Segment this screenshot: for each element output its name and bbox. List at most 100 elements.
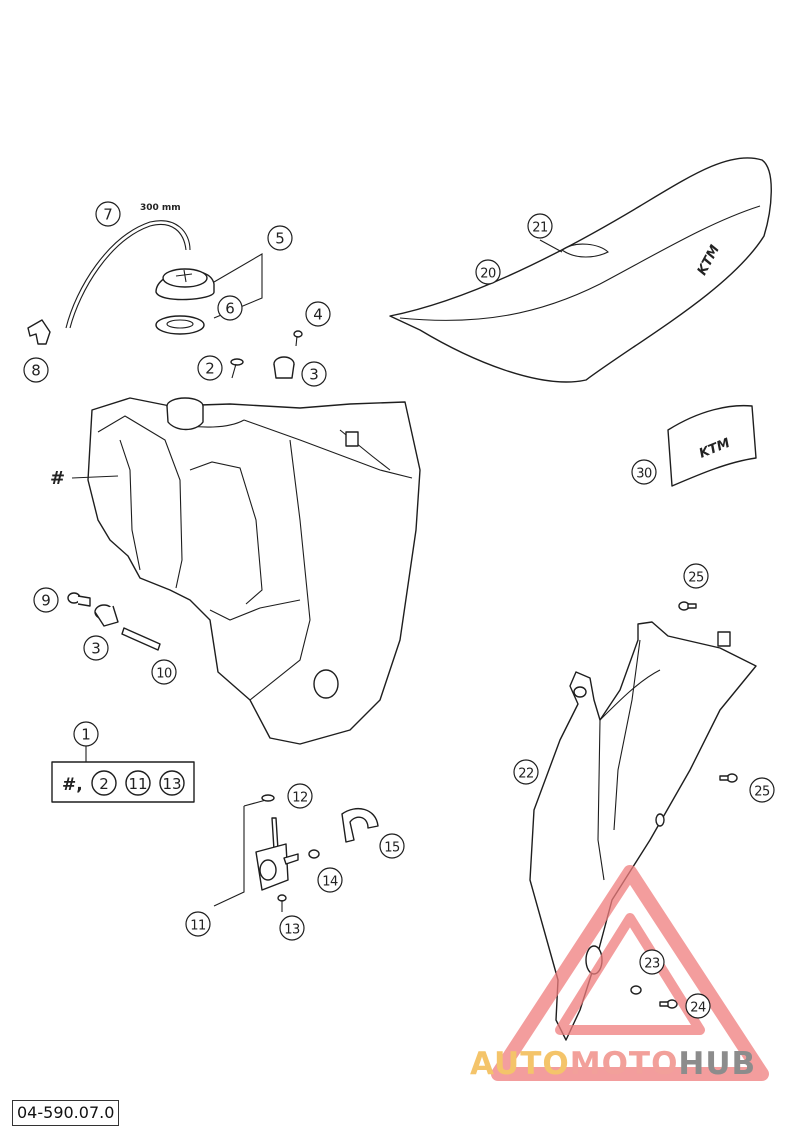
callout-circle bbox=[527, 213, 553, 239]
callout-number: 1 bbox=[81, 726, 91, 744]
callout-c22: 22 bbox=[513, 759, 539, 785]
callout-circle bbox=[749, 777, 775, 803]
callout-number: 3 bbox=[91, 640, 101, 658]
callout-number: 9 bbox=[41, 592, 51, 610]
watermark-text: AUTOMOTOHUB bbox=[470, 1046, 756, 1082]
callout-c3a: 3 bbox=[301, 361, 327, 387]
callout-number: 23 bbox=[644, 957, 660, 972]
callout-number: 3 bbox=[309, 366, 319, 384]
callout-circle bbox=[513, 759, 539, 785]
fuel-cap bbox=[155, 268, 215, 301]
kit-item-11: 11 bbox=[128, 775, 147, 793]
callout-circle bbox=[197, 355, 223, 381]
screw-2 bbox=[230, 358, 244, 379]
callout-circle bbox=[639, 949, 665, 975]
callout-c11: 11 bbox=[185, 911, 211, 937]
document-code: 04-590.07.0 bbox=[12, 1100, 120, 1126]
screw-25-top bbox=[678, 601, 697, 611]
callout-number: 12 bbox=[292, 791, 308, 806]
callout-number: 2 bbox=[205, 360, 215, 378]
callout-number: 11 bbox=[190, 919, 206, 934]
vent-elbow bbox=[27, 319, 51, 345]
callout-c10: 10 bbox=[151, 659, 177, 685]
callout-c14: 14 bbox=[317, 867, 343, 893]
callout-c24: 24 bbox=[685, 993, 711, 1019]
callout-number: 21 bbox=[532, 221, 548, 236]
callout-c12: 12 bbox=[287, 783, 313, 809]
callout-circle bbox=[305, 301, 331, 327]
callout-number: 10 bbox=[156, 667, 172, 682]
callout-c6: 6 bbox=[217, 295, 243, 321]
callout-circle bbox=[33, 587, 59, 613]
hose-length-label: 300 mm bbox=[140, 203, 181, 213]
callout-circle bbox=[23, 357, 49, 383]
fuel-tank bbox=[87, 397, 421, 745]
callout-number: 8 bbox=[31, 362, 41, 380]
callout-c7: 7 bbox=[95, 201, 121, 227]
callout-number: 22 bbox=[518, 767, 534, 782]
callout-c15: 15 bbox=[379, 833, 405, 859]
callout-number: 30 bbox=[636, 467, 652, 482]
screw-25-right bbox=[719, 773, 738, 783]
callout-circle bbox=[287, 783, 313, 809]
tap-screw-13 bbox=[277, 894, 287, 912]
screw-9 bbox=[67, 592, 91, 607]
callout-number: 25 bbox=[754, 785, 770, 800]
callout-circle bbox=[631, 459, 657, 485]
fuel-hose bbox=[69, 224, 187, 329]
callout-circle bbox=[83, 635, 109, 661]
callout-c9: 9 bbox=[33, 587, 59, 613]
callout-circle bbox=[379, 833, 405, 859]
callout-c30: 30 bbox=[631, 459, 657, 485]
kit-item-2: 2 bbox=[99, 775, 109, 793]
bushing-bottom bbox=[94, 604, 119, 627]
watermark-part-hub: HUB bbox=[678, 1046, 757, 1082]
callout-circle bbox=[73, 721, 99, 747]
callout-c8: 8 bbox=[23, 357, 49, 383]
callout-circle bbox=[185, 911, 211, 937]
callout-number: 13 bbox=[284, 923, 300, 938]
watermark-part-moto: MOTO bbox=[569, 1046, 679, 1082]
bushing-top bbox=[273, 356, 295, 379]
callout-circle bbox=[95, 201, 121, 227]
callout-number: 24 bbox=[690, 1001, 706, 1016]
callout-number: 14 bbox=[322, 875, 338, 890]
seat: KTM bbox=[389, 157, 772, 383]
callout-number: 15 bbox=[384, 841, 400, 856]
callout-circle bbox=[685, 993, 711, 1019]
hose-15 bbox=[341, 807, 379, 843]
fuel-tap bbox=[213, 794, 299, 907]
bolt-10 bbox=[121, 627, 161, 651]
decal: KTM bbox=[667, 404, 757, 487]
hash-marker: # bbox=[50, 468, 65, 489]
callout-c13: 13 bbox=[279, 915, 305, 941]
callout-c25a: 25 bbox=[683, 563, 709, 589]
screw-24 bbox=[659, 999, 678, 1009]
watermark-part-auto: AUTO bbox=[470, 1046, 570, 1082]
callout-circle bbox=[683, 563, 709, 589]
callout-c2a: 2 bbox=[197, 355, 223, 381]
callout-circle bbox=[317, 867, 343, 893]
callout-number: 25 bbox=[688, 571, 704, 586]
callout-circle bbox=[475, 259, 501, 285]
kit-item-13: 13 bbox=[162, 775, 181, 793]
callout-c20: 20 bbox=[475, 259, 501, 285]
callout-number: 4 bbox=[313, 306, 323, 324]
callout-circle bbox=[301, 361, 327, 387]
callout-c5: 5 bbox=[267, 225, 293, 251]
callout-circle bbox=[151, 659, 177, 685]
kit-box: #, 2 11 13 bbox=[51, 761, 195, 803]
callout-number: 5 bbox=[275, 230, 285, 248]
callout-number: 6 bbox=[225, 300, 235, 318]
kit-hash: #, bbox=[62, 775, 83, 795]
callout-c25b: 25 bbox=[749, 777, 775, 803]
washer-14 bbox=[308, 849, 320, 859]
callout-c1: 1 bbox=[73, 721, 99, 747]
callout-number: 7 bbox=[103, 206, 113, 224]
callout-circle bbox=[279, 915, 305, 941]
callout-c3b: 3 bbox=[83, 635, 109, 661]
cap-seal bbox=[155, 315, 205, 335]
watermark-logo bbox=[491, 865, 769, 1081]
callout-c4: 4 bbox=[305, 301, 331, 327]
